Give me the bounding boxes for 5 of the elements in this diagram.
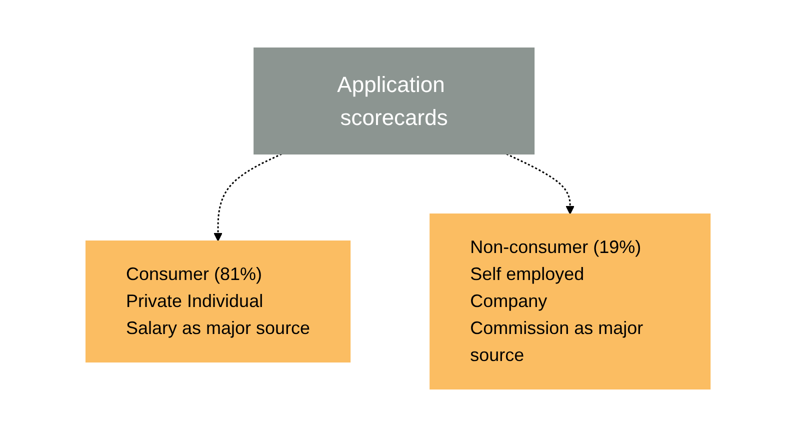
arrow (214, 153, 282, 242)
arrow (506, 153, 574, 214)
node-box: Application scorecards (254, 48, 534, 154)
node-box: Consumer (81%) Private Individual Salary as major source (85, 240, 351, 362)
node-box: Non-consumer (19%) Self employed Company Commission as major source (430, 214, 711, 390)
